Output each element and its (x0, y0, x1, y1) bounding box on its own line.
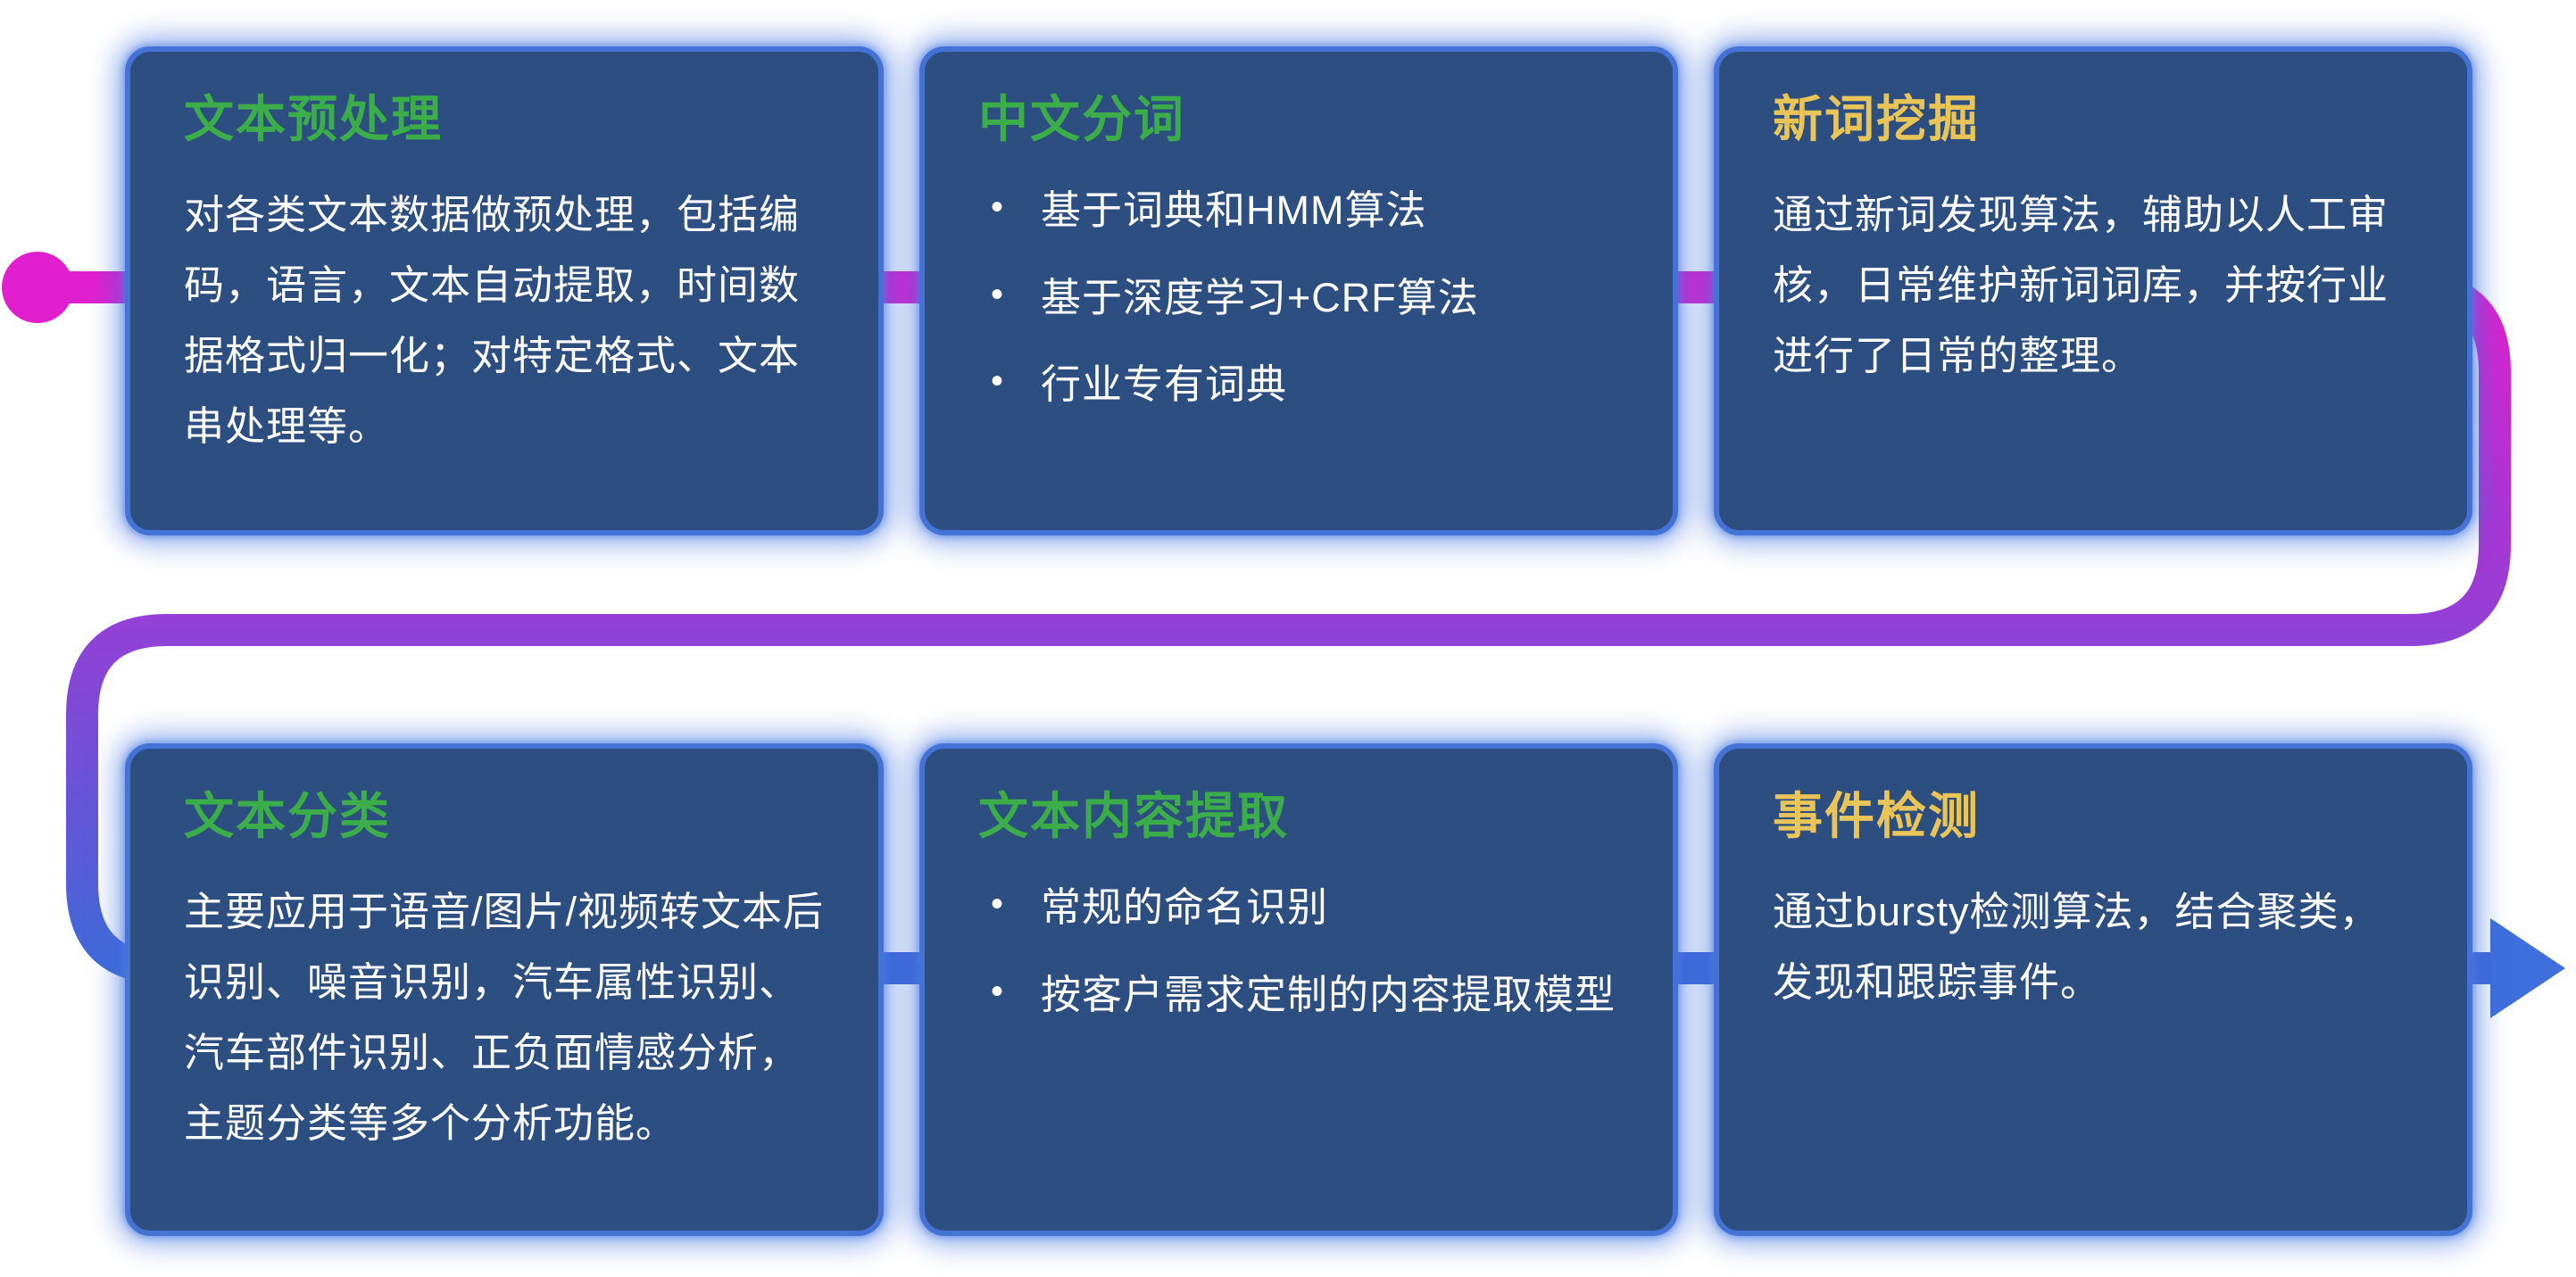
flow-path (37, 271, 2511, 984)
card-title: 新词挖掘 (1773, 91, 1980, 147)
flow-start-dot (2, 252, 73, 323)
card-text-classification: 文本分类 主要应用于语音/图片/视频转文本后识别、噪音识别，汽车属性识别、汽车部… (125, 743, 884, 1236)
bullet-item: 按客户需求定制的内容提取模型 (978, 964, 1619, 1026)
card-text-content-extraction: 文本内容提取 常规的命名识别按客户需求定制的内容提取模型 (919, 743, 1678, 1236)
card-title: 文本预处理 (184, 91, 443, 147)
bullet-item: 常规的命名识别 (978, 876, 1619, 939)
card-body: 对各类文本数据做预处理，包括编码，语言，文本自动提取，时间数据格式归一化；对特定… (184, 191, 801, 450)
card-title: 文本分类 (184, 788, 391, 844)
card-new-word-mining: 新词挖掘 通过新词发现算法，辅助以人工审核，日常维护新词词库，并按行业进行了日常… (1714, 46, 2472, 535)
card-title: 事件检测 (1773, 788, 1980, 844)
bullet-item: 基于词典和HMM算法 (978, 179, 1619, 242)
card-bullet-list: 常规的命名识别按客户需求定制的内容提取模型 (978, 876, 1619, 1026)
card-text-preprocessing: 文本预处理 对各类文本数据做预处理，包括编码，语言，文本自动提取，时间数据格式归… (125, 46, 884, 535)
card-title: 中文分词 (978, 91, 1185, 147)
bullet-item: 基于深度学习+CRF算法 (978, 267, 1619, 329)
card-body: 通过新词发现算法，辅助以人工审核，日常维护新词词库，并按行业进行了日常的整理。 (1773, 191, 2389, 379)
flow-arrow-icon (2490, 918, 2565, 1018)
card-body: 主要应用于语音/图片/视频转文本后识别、噪音识别，汽车属性识别、汽车部件识别、正… (184, 888, 825, 1147)
card-event-detection: 事件检测 通过bursty检测算法，结合聚类，发现和跟踪事件。 (1714, 743, 2472, 1236)
card-title: 文本内容提取 (978, 788, 1289, 844)
card-body: 通过bursty检测算法，结合聚类，发现和跟踪事件。 (1773, 888, 2381, 1005)
card-chinese-word-segmentation: 中文分词 基于词典和HMM算法基于深度学习+CRF算法行业专有词典 (919, 46, 1678, 535)
card-bullet-list: 基于词典和HMM算法基于深度学习+CRF算法行业专有词典 (978, 179, 1619, 416)
bullet-item: 行业专有词典 (978, 353, 1619, 416)
